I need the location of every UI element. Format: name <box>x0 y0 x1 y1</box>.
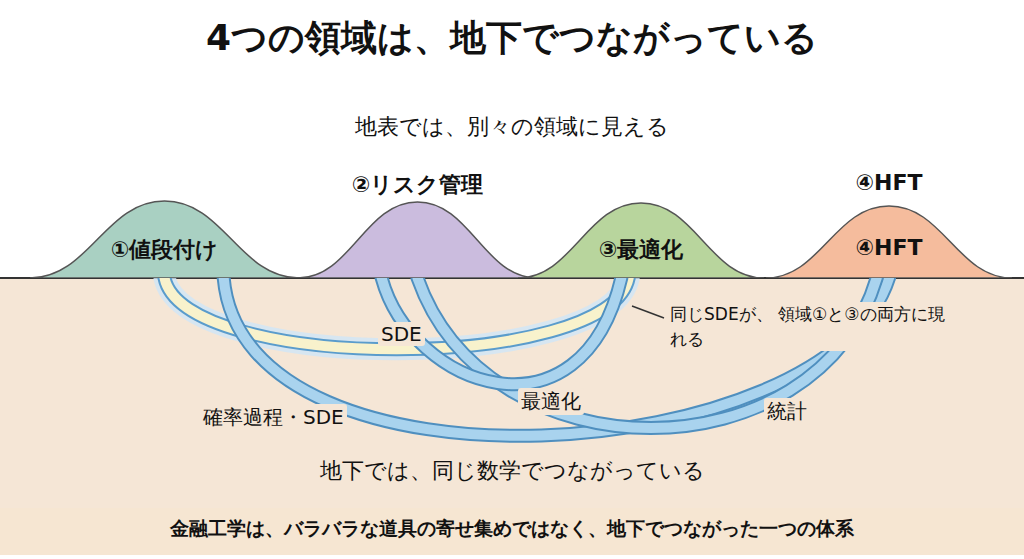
summary-band: 金融工学は、バラバラな道具の寄せ集めではなく、地下でつながった一つの体系 <box>0 508 1024 555</box>
ground-fill <box>0 278 1024 508</box>
mountain-region: ①値段付け <box>30 195 299 278</box>
stream-label: 確率過程・SDE <box>200 404 347 431</box>
title: 4つの領域は、地下でつながっている <box>0 14 1024 63</box>
mountain-outline <box>766 206 1012 278</box>
stream-line <box>418 278 877 428</box>
mountain-outline <box>518 203 764 278</box>
callout-note: 同じSDEが、 領域①と③の両方に現れる <box>668 302 962 351</box>
mountain-region: ③最適化 <box>518 195 764 278</box>
leader-line <box>632 306 664 318</box>
region-label: ④HFT <box>766 170 1012 195</box>
stream-line <box>418 278 877 428</box>
region-label: ④HFT <box>766 235 1012 260</box>
mountain-region: ②リスク管理 <box>298 170 537 278</box>
math-stream <box>418 278 877 428</box>
mountain-outline <box>298 202 537 278</box>
band-fill <box>0 508 1024 555</box>
summary-text: 金融工学は、バラバラな道具の寄せ集めではなく、地下でつながった一つの体系 <box>0 516 1024 542</box>
mountain-region: ④HFT ④HFT <box>766 170 1012 278</box>
stream-label: SDE <box>378 322 425 346</box>
stream-label: 最適化 <box>518 388 584 415</box>
mountain-outline <box>30 201 299 278</box>
region-label: ①値段付け <box>30 235 299 265</box>
region-label: ②リスク管理 <box>298 170 537 200</box>
region-label: ③最適化 <box>518 235 764 265</box>
stream-label: 統計 <box>764 398 810 425</box>
surface-caption: 地表では、別々の領域に見える <box>0 112 1024 142</box>
underground-caption: 地下では、同じ数学でつながっている <box>0 456 1024 486</box>
mountain-shape <box>30 195 299 278</box>
mountain-shape <box>518 195 764 278</box>
